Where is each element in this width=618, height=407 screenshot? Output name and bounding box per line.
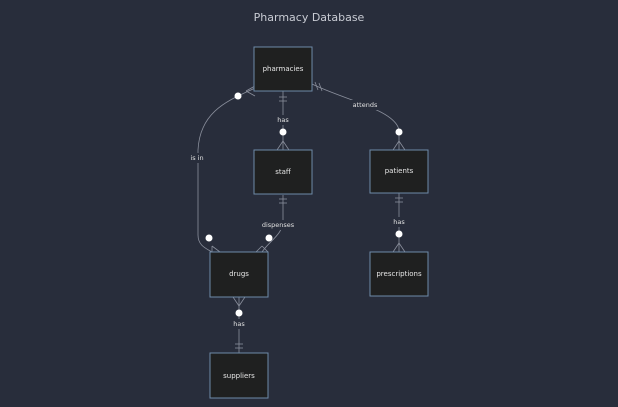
rel-label-pharmacies-drugs: is in (187, 153, 209, 163)
edge-staff-drugs (255, 195, 287, 253)
svg-text:drugs: drugs (229, 270, 249, 278)
svg-text:has: has (393, 218, 405, 226)
entity-prescriptions[interactable]: prescriptions (369, 251, 429, 297)
entity-drugs[interactable]: drugs (209, 251, 269, 298)
entity-staff[interactable]: staff (253, 149, 313, 195)
svg-text:attends: attends (353, 101, 378, 109)
diagram-title: Pharmacy Database (253, 11, 365, 24)
rel-label-pharmacies-staff: has (274, 115, 292, 125)
rel-label-staff-drugs: dispenses (260, 220, 296, 230)
svg-text:staff: staff (275, 168, 291, 176)
svg-text:patients: patients (385, 167, 414, 175)
rel-label-drugs-suppliers: has (230, 319, 248, 329)
svg-text:has: has (233, 320, 245, 328)
svg-text:is in: is in (190, 154, 203, 162)
rel-label-patients-prescriptions: has (390, 217, 408, 227)
rel-label-pharmacies-patients: attends (350, 100, 380, 110)
svg-text:prescriptions: prescriptions (376, 270, 422, 278)
edge-pharmacies-patients (311, 81, 406, 151)
entity-suppliers[interactable]: suppliers (209, 352, 269, 399)
svg-text:suppliers: suppliers (223, 372, 255, 380)
edge-pharmacies-drugs (197, 85, 256, 253)
svg-text:pharmacies: pharmacies (263, 65, 304, 73)
svg-text:has: has (277, 116, 289, 124)
entity-pharmacies[interactable]: pharmacies (253, 46, 313, 92)
entity-patients[interactable]: patients (369, 149, 429, 194)
svg-text:dispenses: dispenses (262, 221, 295, 229)
